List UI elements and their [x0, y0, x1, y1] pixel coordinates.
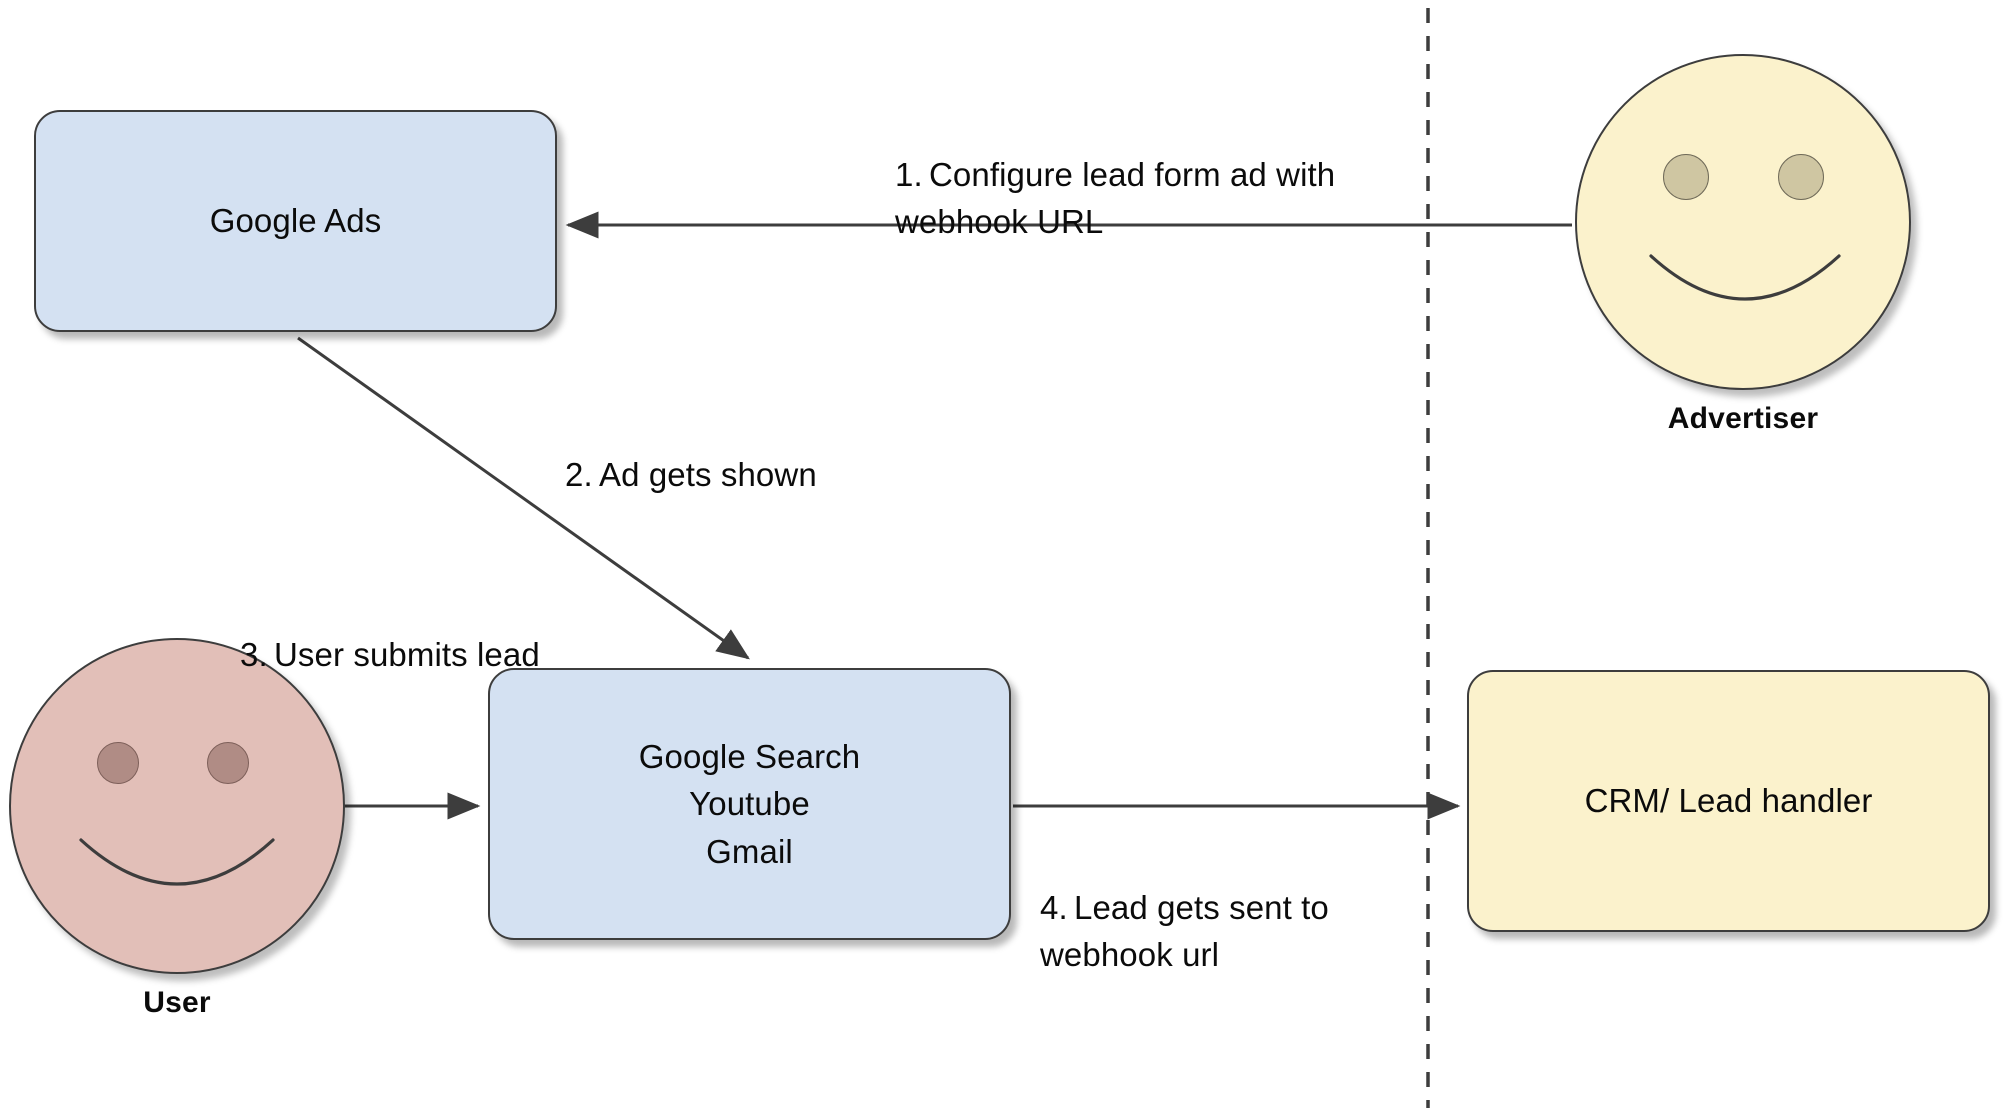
step-1-text: Configure lead form ad with webhook URL: [895, 155, 1336, 240]
step-3-number: 3.: [240, 635, 268, 673]
node-google-ads-label: Google Ads: [209, 202, 382, 240]
edge-label-step-1: 1.Configure lead form ad with webhook UR…: [895, 105, 1335, 246]
step-3-text: User submits lead: [274, 635, 540, 673]
advertiser-right-eye-icon: [1778, 154, 1824, 200]
step-2-text: Ad gets shown: [599, 455, 817, 493]
advertiser-face-icon: [1575, 54, 1911, 390]
user-smile-icon: [79, 838, 275, 886]
advertiser-name-label: Advertiser: [1667, 402, 1819, 435]
user-right-eye-icon: [207, 742, 249, 784]
node-google-ads[interactable]: Google Ads: [34, 110, 557, 332]
step-1-number: 1.: [895, 155, 923, 193]
step-4-number: 4.: [1040, 888, 1068, 926]
node-crm-label: CRM/ Lead handler: [1584, 782, 1873, 820]
advertiser-smile-icon: [1649, 254, 1841, 301]
user-name-label: User: [143, 986, 211, 1019]
edge-label-step-3: 3.User submits lead: [240, 585, 540, 679]
user-face-icon: [9, 638, 345, 974]
step-4-text: Lead gets sent to webhook url: [1040, 888, 1329, 973]
node-google-surfaces[interactable]: Google Search Youtube Gmail: [488, 668, 1011, 940]
step-2-number: 2.: [565, 455, 593, 493]
node-google-surfaces-label: Google Search Youtube Gmail: [638, 737, 861, 870]
advertiser-left-eye-icon: [1663, 154, 1709, 200]
edge-label-step-4: 4.Lead gets sent to webhook url: [1040, 838, 1329, 979]
node-crm[interactable]: CRM/ Lead handler: [1467, 670, 1990, 932]
edge-label-step-2: 2.Ad gets shown: [565, 405, 817, 499]
actor-user[interactable]: User: [9, 638, 345, 1019]
user-left-eye-icon: [97, 742, 139, 784]
actor-advertiser[interactable]: Advertiser: [1575, 54, 1911, 435]
